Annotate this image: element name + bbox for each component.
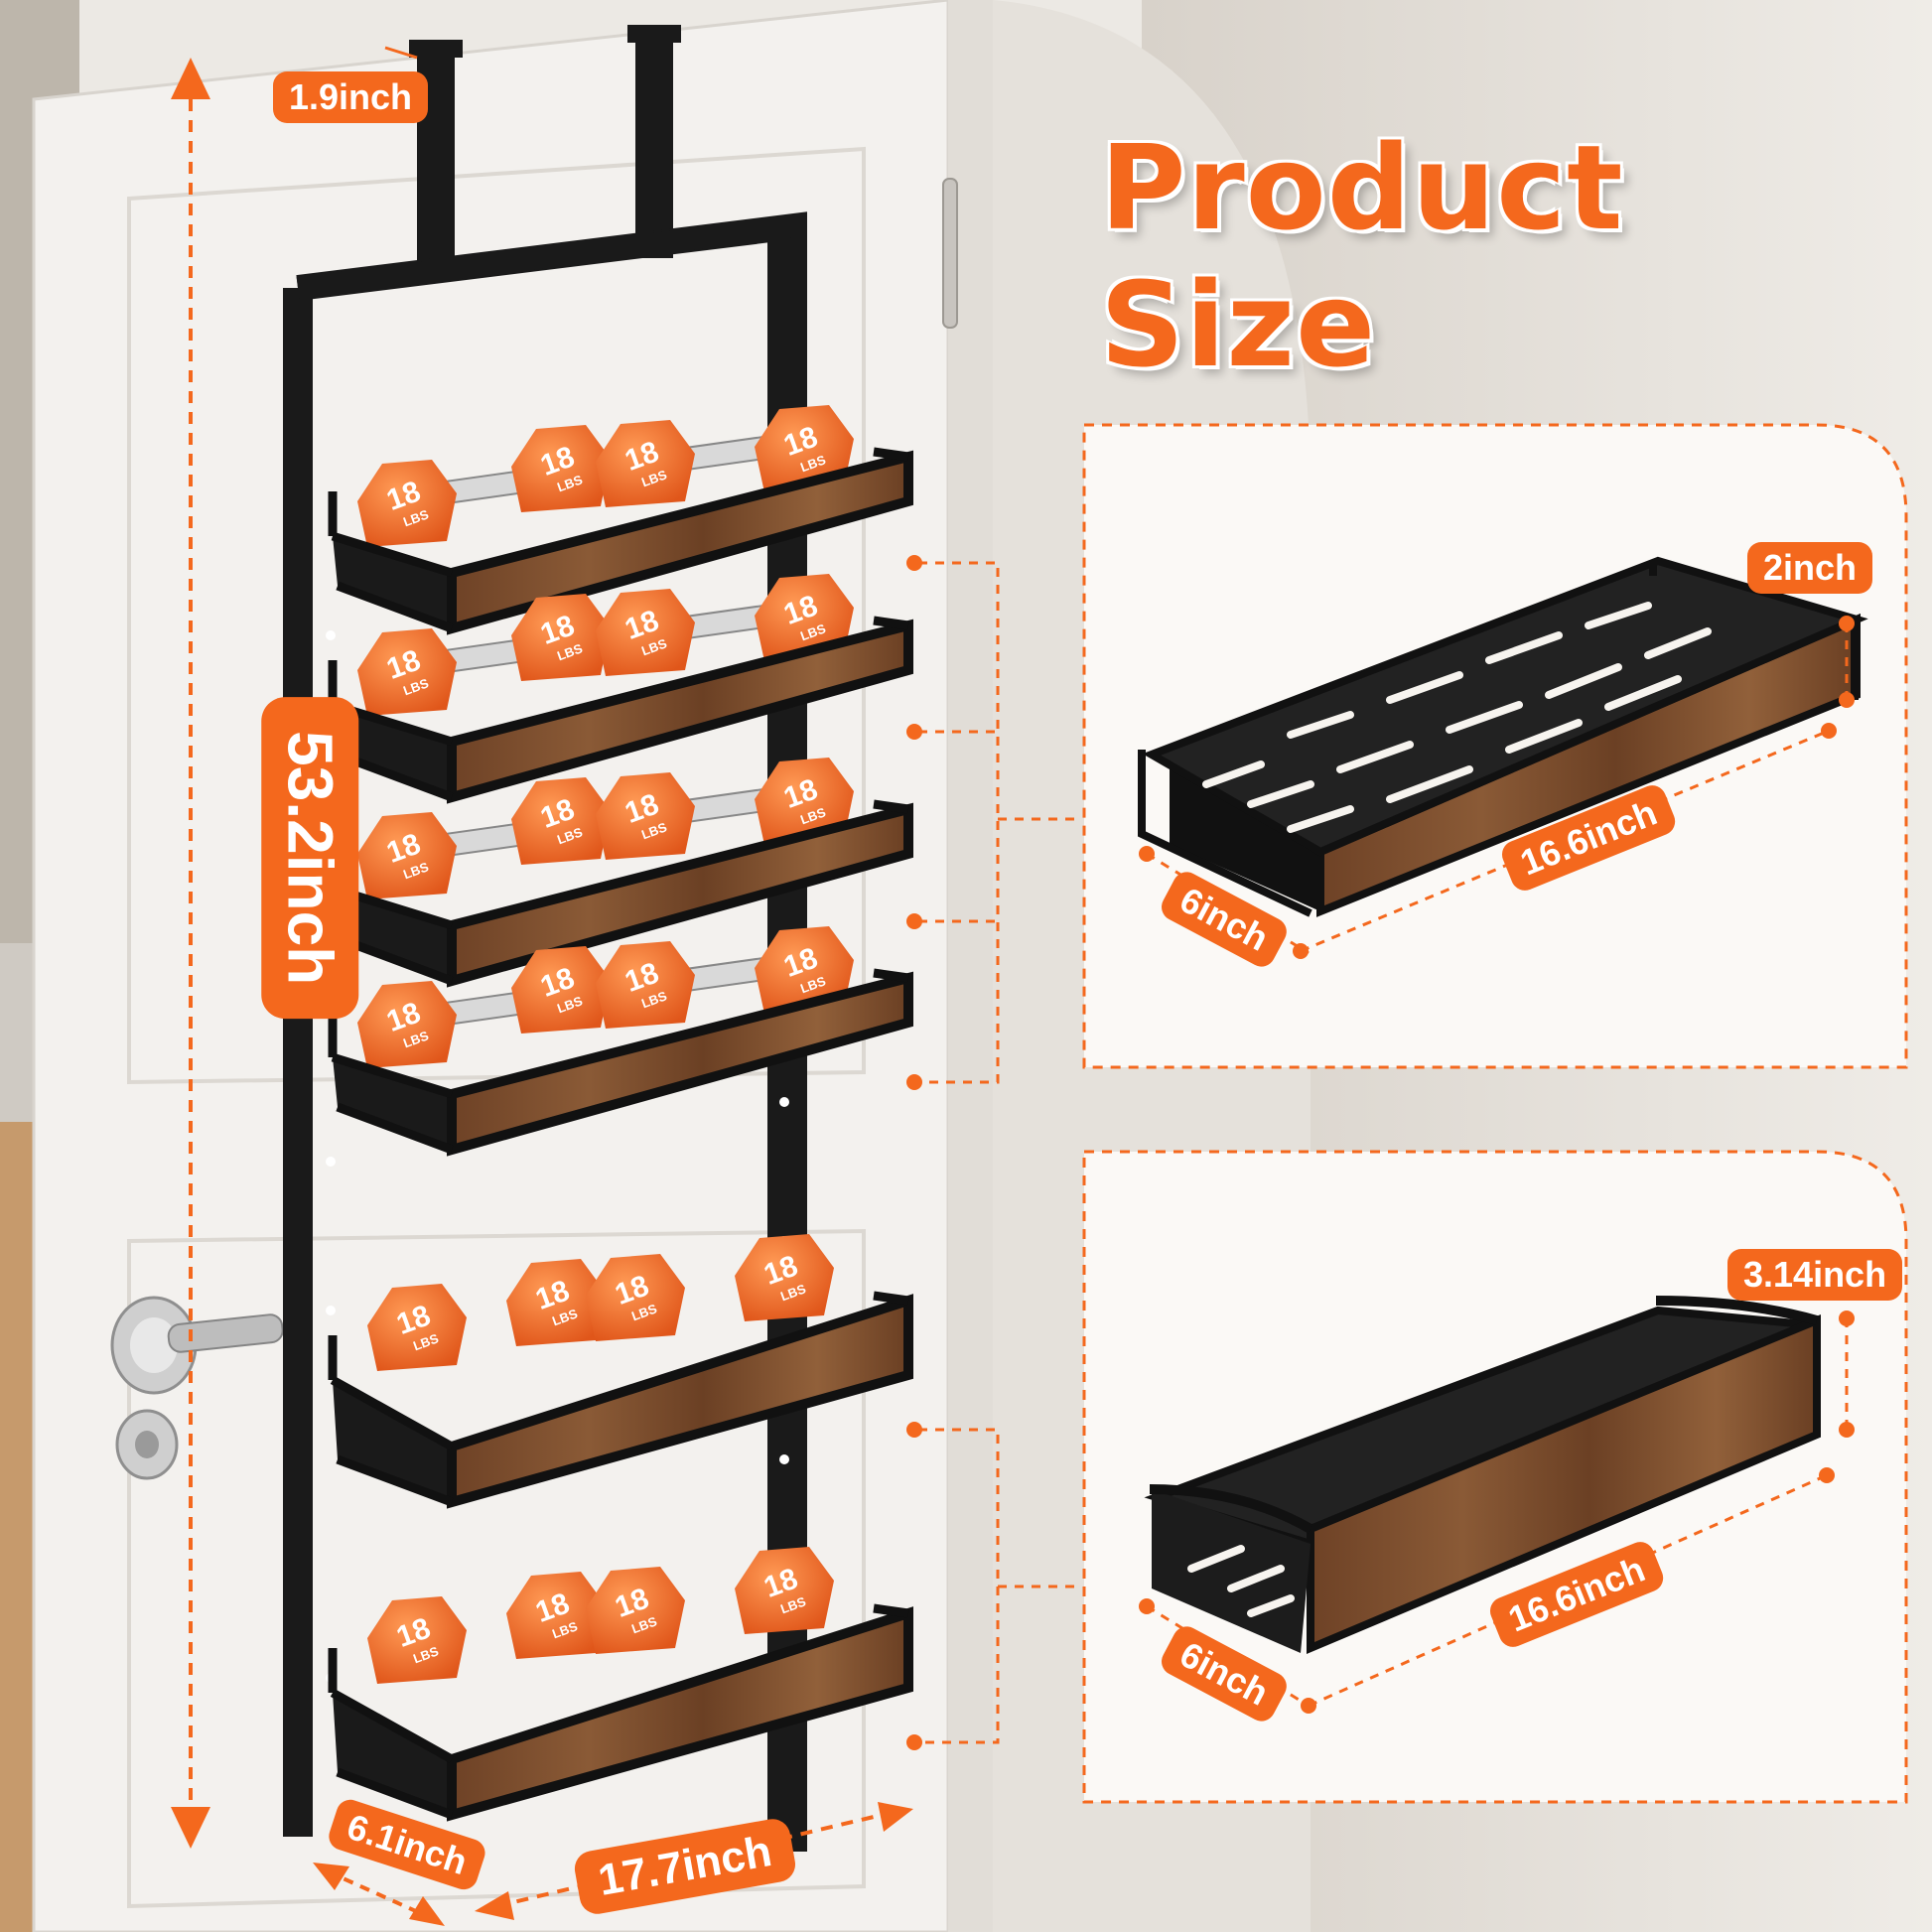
depth-arrow (313, 1863, 445, 1926)
detail-bottom-height-label: 3.14inch (1727, 1249, 1903, 1301)
hook-width-label: 1.9inch (273, 71, 429, 123)
rack-shelves: 18LBS18LBS18LBS18LBS18LBS18LBS18LBS18LBS… (328, 405, 913, 1822)
shelf-detail-top (1138, 556, 1868, 917)
height-label: 53.2inch (260, 697, 359, 1020)
page-title: Product Size (1100, 119, 1624, 393)
hook-width-arrow (384, 46, 418, 60)
detail-top-height-label: 2inch (1747, 542, 1873, 594)
height-arrow (171, 58, 210, 1849)
dimension-connectors (918, 561, 1080, 1744)
door-handle (110, 1296, 284, 1395)
door-hinge (942, 178, 958, 329)
door-lock (115, 1409, 179, 1480)
door-hooks (409, 25, 681, 273)
shelf-detail-bottom (1144, 1296, 1821, 1655)
